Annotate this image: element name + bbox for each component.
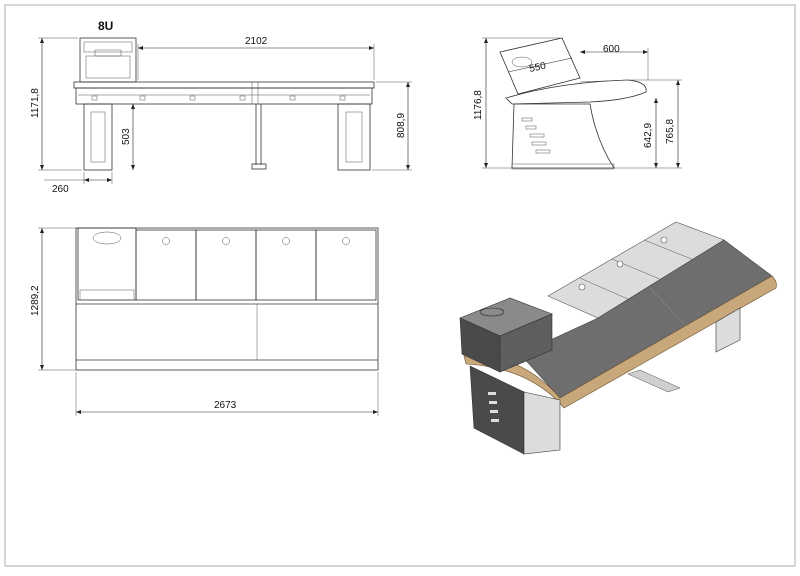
table-height-label: 808,9 [396,113,407,138]
rack-unit [79,37,137,83]
top-view [75,227,379,371]
sheet-frame [4,4,796,567]
front-height-label: 1171,8 [30,88,41,118]
left-pedestal [83,103,113,171]
top-view-dimensions [38,227,379,416]
side-view-dimensions [482,37,682,169]
desk-top [73,81,375,89]
right-pedestal [337,103,371,171]
top-panel-2 [195,229,257,301]
top-panel-1 [135,229,197,301]
pedestal-depth-label: 260 [52,184,69,195]
top-width-label: 2673 [214,400,237,411]
top-panel-4 [315,229,377,301]
side-upper-height-label: 765,8 [665,119,676,144]
side-depth-label: 600 [603,44,620,55]
side-height-label: 1176,8 [473,90,484,120]
side-pedestal [511,103,615,169]
side-desk-top [505,79,647,105]
front-width-label: 2102 [245,36,268,47]
top-rack [77,227,137,301]
side-lower-height-label: 642,9 [643,123,654,148]
top-outline [75,227,379,371]
isometric-view [459,221,777,455]
front-view-dimensions [38,37,412,184]
iso-right-pedestal [715,307,741,353]
side-screen-label: 550 [528,61,547,75]
front-view [73,37,375,171]
side-monitor [499,37,581,95]
pedestal-height-label: 503 [121,128,132,145]
side-view [499,37,647,170]
top-depth-label: 1289,2 [30,285,41,316]
rack-unit-label: 8U [98,19,113,33]
top-panel-3 [255,229,317,301]
